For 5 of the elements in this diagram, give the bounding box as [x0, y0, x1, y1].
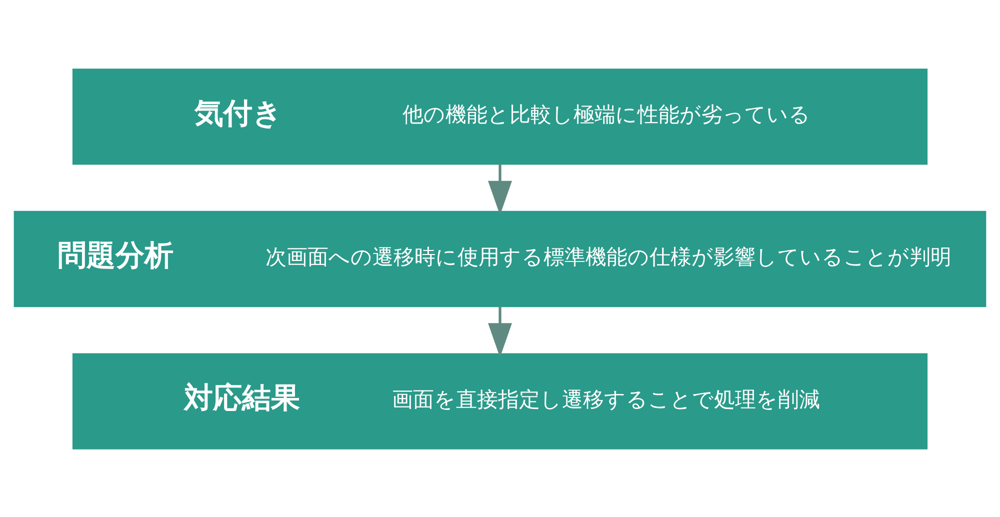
arrow: [488, 164, 512, 215]
node-box: 対応結果 画面を直接指定し遷移することで処理を削減: [72, 352, 928, 449]
arrow: [488, 306, 512, 357]
node-box: 問題分析 次画面への遷移時に使用する標準機能の仕様が影響していることが判明: [14, 210, 986, 307]
node-box: 気付き 他の機能と比較し極端に性能が劣っている: [72, 68, 928, 164]
